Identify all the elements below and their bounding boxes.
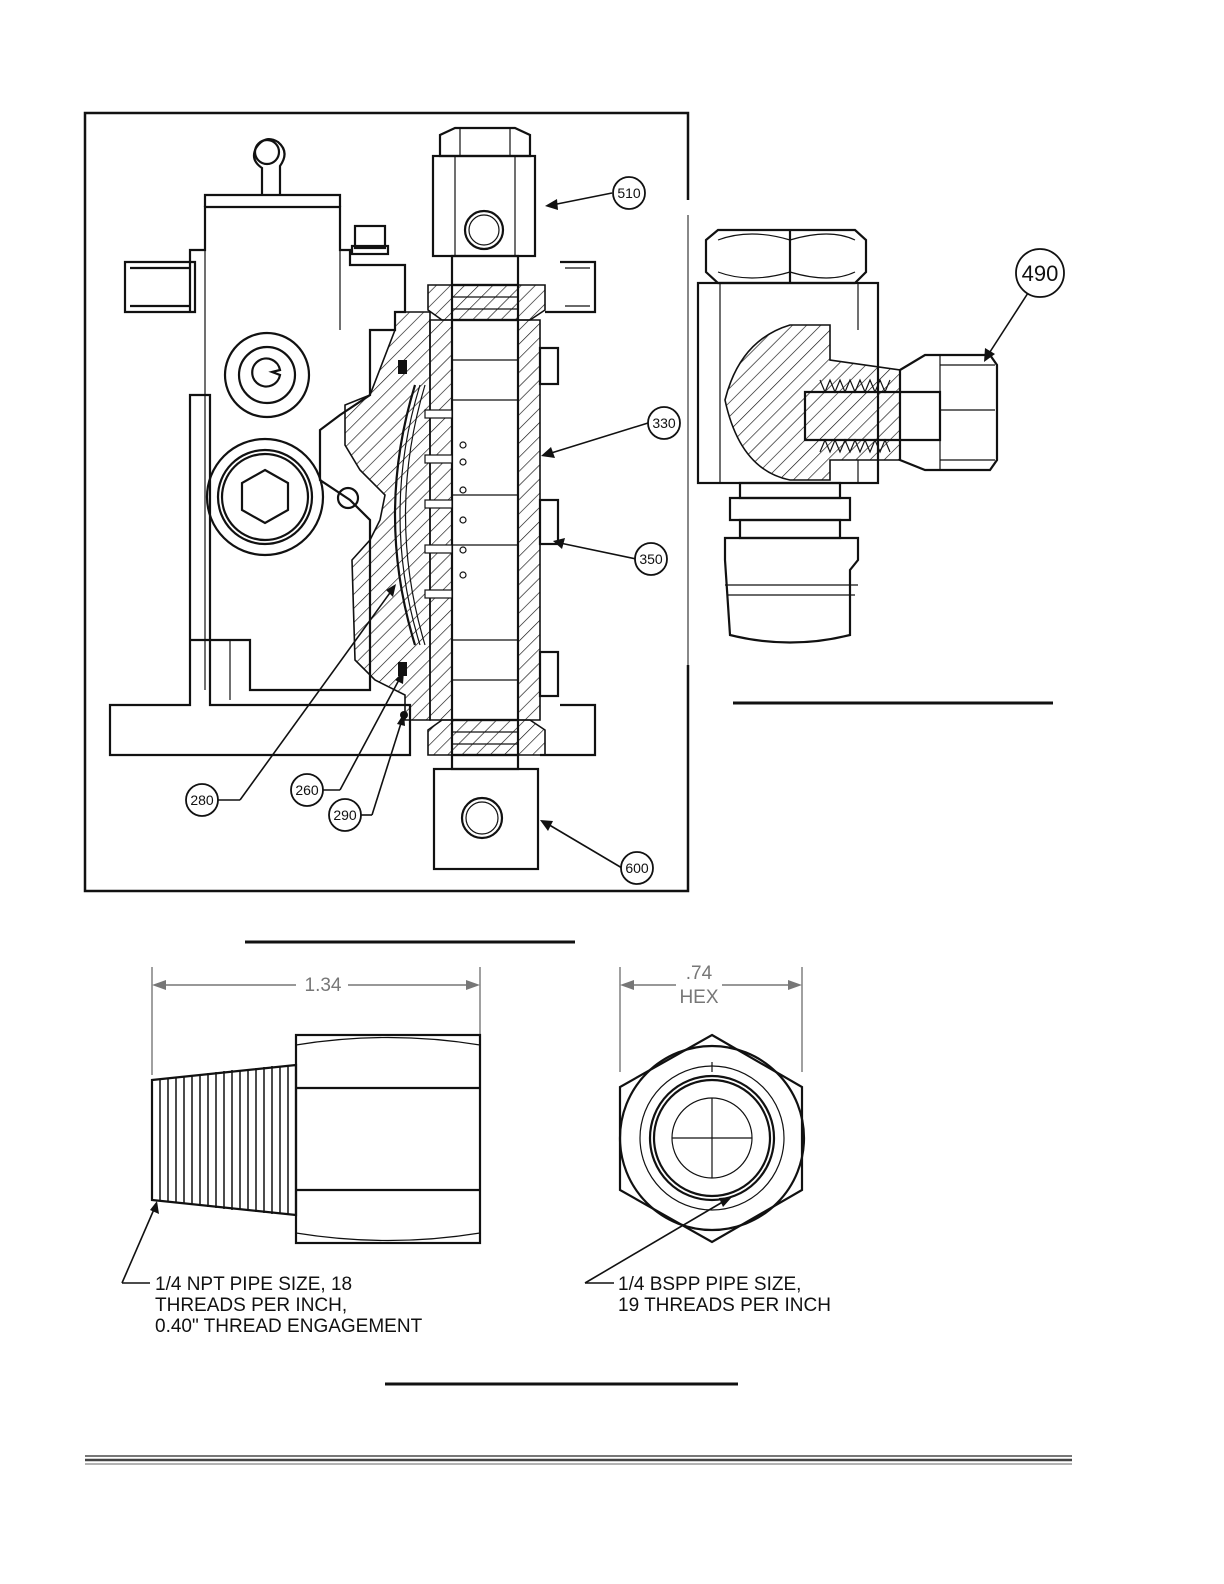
callout-280-label: 280 — [190, 792, 214, 808]
bspp-note-line-2: 19 THREADS PER INCH — [618, 1295, 831, 1316]
callout-600: 600 — [621, 852, 653, 884]
main-section-view: 510 330 350 280 260 290 600 — [85, 113, 688, 891]
hex-socket — [242, 470, 288, 523]
top-nut-section — [428, 285, 545, 320]
callout-290-label: 290 — [333, 807, 357, 823]
bottom-nut-section — [428, 720, 545, 755]
tube-port-holes — [460, 442, 466, 578]
callout-350-label: 350 — [639, 551, 663, 567]
adapter-end-view: .74 HEX 1/4 BSPP PIPE SIZE, 19 THREADS P… — [585, 963, 831, 1316]
thread-lines — [160, 1065, 288, 1215]
tube-wall-right — [518, 320, 540, 720]
callout-280: 280 — [186, 784, 218, 816]
upper-boss — [225, 333, 309, 417]
adapter-side-view: 1.34 1/4 NPT PIPE SIZE, 18 THREADS PER I… — [122, 967, 480, 1337]
side-bolts — [540, 348, 558, 696]
handle-knob — [254, 139, 285, 195]
callout-290: 290 — [329, 799, 361, 831]
callout-510: 510 — [613, 177, 645, 209]
callout-330: 330 — [648, 407, 680, 439]
npt-note-line-3: 0.40" THREAD ENGAGEMENT — [155, 1316, 423, 1337]
callout-600-label: 600 — [625, 860, 649, 876]
length-dimension: 1.34 — [305, 975, 342, 996]
bspp-note: 1/4 BSPP PIPE SIZE, 19 THREADS PER INCH — [618, 1274, 831, 1316]
npt-note: 1/4 NPT PIPE SIZE, 18 THREADS PER INCH, … — [155, 1274, 423, 1337]
tube-wall-left — [430, 320, 452, 720]
top-flange — [125, 262, 195, 312]
side-nut-490 — [900, 355, 997, 470]
callout-330-label: 330 — [652, 415, 676, 431]
callout-260: 260 — [291, 774, 323, 806]
bspp-note-line-1: 1/4 BSPP PIPE SIZE, — [618, 1274, 801, 1295]
hex-body — [296, 1035, 480, 1243]
npt-note-line-1: 1/4 NPT PIPE SIZE, 18 — [155, 1274, 352, 1295]
side-cutaway — [725, 325, 900, 480]
hex-dimension-value: .74 — [686, 963, 713, 984]
callout-350: 350 — [635, 543, 667, 575]
seal-upper — [398, 360, 407, 374]
callout-490-label: 490 — [1022, 261, 1059, 286]
footer-rule — [85, 1456, 1072, 1464]
hex-dimension-label: HEX — [679, 987, 718, 1008]
callout-490: 490 — [1016, 249, 1064, 297]
tube-bore — [452, 320, 518, 720]
callout-260-label: 260 — [295, 782, 319, 798]
side-stem — [725, 483, 858, 643]
hex-socket-boss — [207, 439, 323, 555]
callout-510-label: 510 — [617, 185, 641, 201]
npt-note-line-2: THREADS PER INCH, — [155, 1295, 347, 1316]
housing-section — [345, 312, 430, 720]
top-fitting-510 — [433, 128, 535, 285]
bottom-fitting-600 — [434, 755, 538, 869]
side-detail-view: 490 — [698, 230, 1064, 703]
